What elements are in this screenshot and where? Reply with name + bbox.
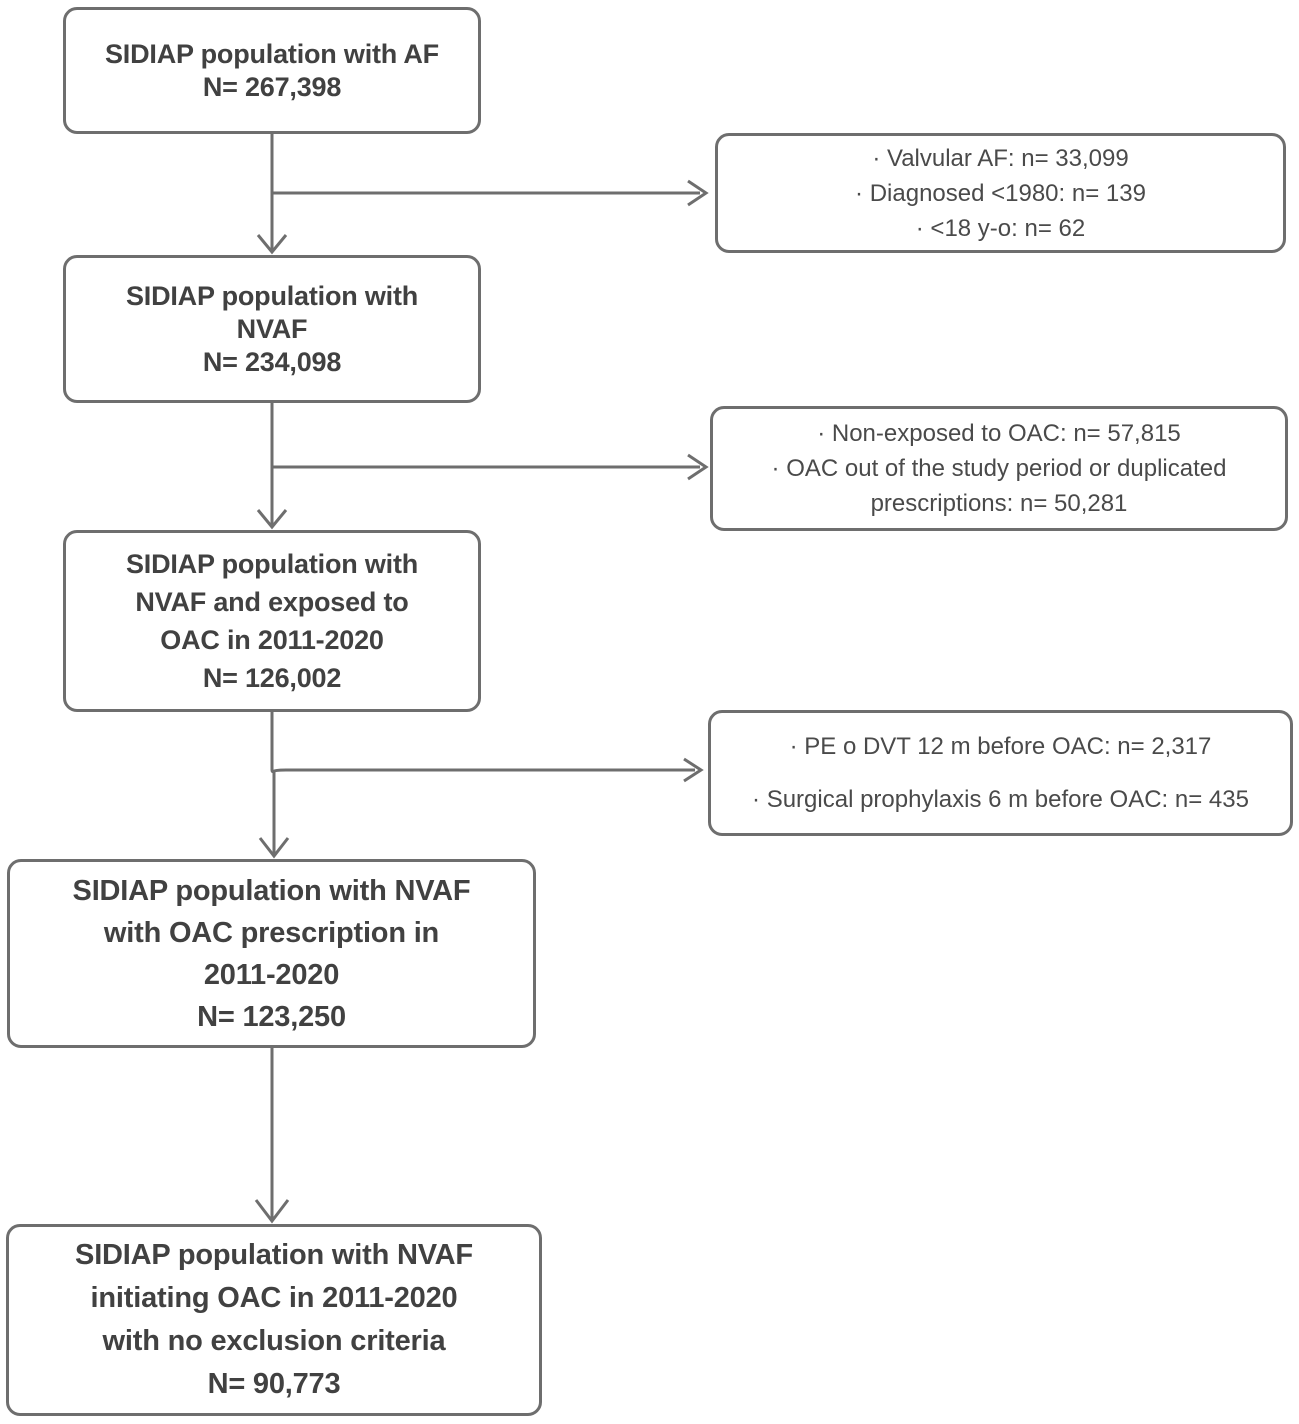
- exclusion-surgical-prophylaxis: · Surgical prophylaxis 6 m before OAC: n…: [752, 786, 1249, 813]
- exclusion-pe-dvt: · PE o DVT 12 m before OAC: n= 2,317: [789, 733, 1212, 760]
- node-population-af-count: N= 267,398: [202, 71, 342, 102]
- exclusion-box-2-text: · Non-exposed to OAC: n= 57,815 · OAC ou…: [713, 416, 1285, 521]
- node-population-af[interactable]: SIDIAP population with AF N= 267,398: [63, 7, 481, 134]
- exclusion-box-1[interactable]: · Valvular AF: n= 33,099 · Diagnosed <19…: [715, 133, 1286, 253]
- node-population-nvaf-exposed-oac-label-line2: NVAF and exposed to: [135, 587, 409, 617]
- arrowhead-node5: [254, 1199, 290, 1224]
- node-population-nvaf-exposed-oac-label-line3: OAC in 2011-2020: [160, 625, 384, 655]
- node-population-nvaf-oac-prescription[interactable]: SIDIAP population with NVAF with OAC pre…: [7, 859, 536, 1048]
- node-population-nvaf-oac-prescription-label-line3: 2011-2020: [203, 958, 340, 991]
- node-population-nvaf-label-line1: SIDIAP population with: [125, 280, 419, 311]
- arrowhead-exclusion-3: [683, 757, 704, 783]
- arrowhead-node3: [256, 509, 288, 530]
- arrowhead-node2: [256, 234, 288, 255]
- node-population-nvaf-text: SIDIAP population with NVAF N= 234,098: [66, 280, 478, 379]
- node-population-af-label: SIDIAP population with AF: [105, 38, 439, 69]
- node-population-nvaf-count: N= 234,098: [202, 346, 342, 377]
- arrowhead-node4: [258, 837, 290, 859]
- node-population-nvaf-oac-prescription-count: N= 123,250: [197, 1000, 346, 1033]
- exclusion-under-18: · <18 y-o: n= 62: [915, 214, 1086, 242]
- exclusion-diagnosed-before-1980: · Diagnosed <1980: n= 139: [855, 179, 1146, 207]
- exclusion-box-2[interactable]: · Non-exposed to OAC: n= 57,815 · OAC ou…: [710, 406, 1288, 531]
- exclusion-non-exposed-oac: · Non-exposed to OAC: n= 57,815: [817, 420, 1181, 447]
- node-population-nvaf-initiating-oac[interactable]: SIDIAP population with NVAF initiating O…: [6, 1224, 542, 1416]
- node-population-nvaf[interactable]: SIDIAP population with NVAF N= 234,098: [63, 255, 481, 403]
- branch-to-exclusion-3: [270, 768, 695, 774]
- exclusion-box-3[interactable]: · PE o DVT 12 m before OAC: n= 2,317 · S…: [708, 710, 1293, 836]
- exclusion-oac-out-of-study-line1: · OAC out of the study period or duplica…: [771, 455, 1227, 482]
- arrowhead-exclusion-2: [687, 453, 709, 481]
- node-population-nvaf-initiating-oac-label-line1: SIDIAP population with NVAF: [75, 1239, 473, 1271]
- exclusion-box-1-text: · Valvular AF: n= 33,099 · Diagnosed <19…: [718, 141, 1283, 246]
- node-population-nvaf-initiating-oac-text: SIDIAP population with NVAF initiating O…: [9, 1234, 539, 1406]
- node-population-nvaf-oac-prescription-label-line1: SIDIAP population with NVAF: [72, 874, 471, 907]
- node-population-nvaf-initiating-oac-count: N= 90,773: [207, 1368, 341, 1400]
- node-population-nvaf-exposed-oac-label-line1: SIDIAP population with: [125, 549, 419, 579]
- exclusion-oac-out-of-study-line2: prescriptions: n= 50,281: [870, 490, 1128, 517]
- node-population-nvaf-exposed-oac-text: SIDIAP population with NVAF and exposed …: [66, 545, 478, 697]
- node-population-nvaf-label-line2: NVAF: [236, 313, 308, 344]
- connector-node3-to-node4: [270, 712, 276, 856]
- node-population-nvaf-exposed-oac-count: N= 126,002: [202, 663, 342, 693]
- node-population-nvaf-oac-prescription-text: SIDIAP population with NVAF with OAC pre…: [10, 870, 533, 1038]
- node-population-nvaf-oac-prescription-label-line2: with OAC prescription in: [103, 916, 440, 949]
- node-population-nvaf-exposed-oac[interactable]: SIDIAP population with NVAF and exposed …: [63, 530, 481, 712]
- exclusion-valvular-af: · Valvular AF: n= 33,099: [872, 144, 1129, 172]
- node-population-af-text: SIDIAP population with AF N= 267,398: [66, 38, 478, 104]
- node-population-nvaf-initiating-oac-label-line2: initiating OAC in 2011-2020: [90, 1282, 458, 1314]
- exclusion-box-3-text: · PE o DVT 12 m before OAC: n= 2,317 · S…: [711, 720, 1290, 826]
- arrowhead-exclusion-1: [687, 179, 709, 207]
- node-population-nvaf-initiating-oac-label-line3: with no exclusion criteria: [102, 1325, 446, 1357]
